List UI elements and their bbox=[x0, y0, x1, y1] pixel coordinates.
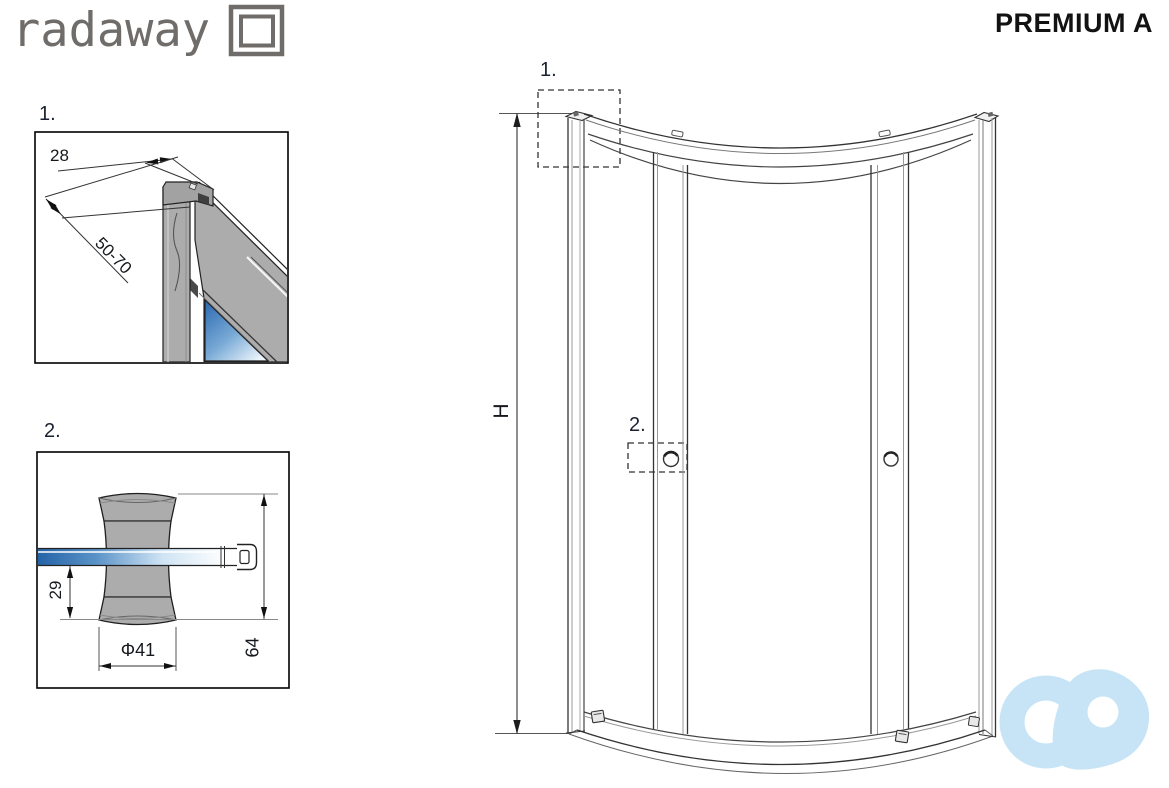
door-handle-right bbox=[883, 451, 899, 467]
detail-2-dim-29: 29 bbox=[46, 580, 65, 600]
callout-2-label: 2. bbox=[629, 414, 646, 436]
height-dimension-label: H bbox=[490, 403, 513, 419]
detail-1-drawing bbox=[34, 131, 289, 364]
detail-2-label: 2. bbox=[44, 420, 61, 442]
detail-2-dim-64: 64 bbox=[242, 637, 263, 658]
door-handle-left bbox=[662, 450, 680, 468]
callout-1-label: 1. bbox=[540, 59, 557, 81]
detail-2-drawing bbox=[36, 451, 290, 689]
brand-logo: radaway bbox=[12, 2, 286, 60]
brand-square-icon bbox=[228, 4, 285, 57]
detail-1-dim-width: 28 bbox=[50, 146, 69, 165]
detail-2-dim-diameter: Φ41 bbox=[120, 640, 156, 660]
detail-1-label: 1. bbox=[39, 103, 56, 125]
product-title: PREMIUM A bbox=[995, 8, 1153, 38]
main-enclosure-drawing bbox=[495, 89, 1000, 774]
watermark-co-icon bbox=[999, 669, 1150, 770]
brand-wordmark: radaway bbox=[12, 3, 211, 58]
